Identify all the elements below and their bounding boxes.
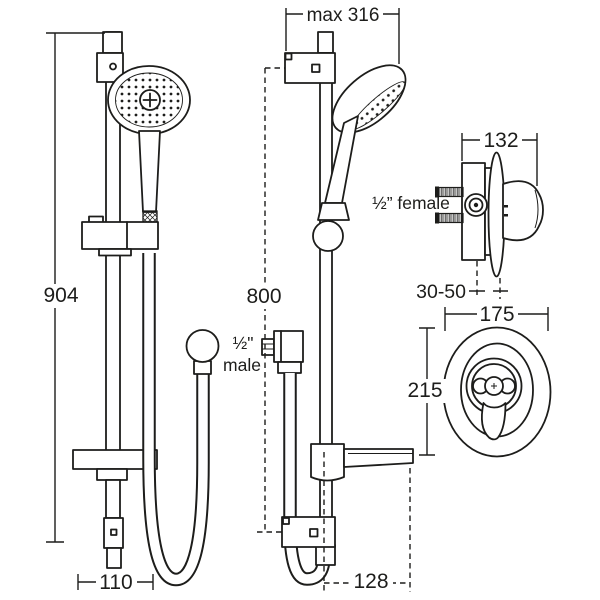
soap-shelf-arm <box>343 448 414 468</box>
dim-ticks-175 <box>444 307 549 321</box>
wall-bracket-bottom-side <box>281 516 336 548</box>
dim-bottom-bracket-width: 110 <box>99 571 132 594</box>
label-female-connector: ½” female <box>372 193 450 213</box>
bracket-corner-detail <box>284 52 293 61</box>
mixer-valve-side-view <box>435 151 544 278</box>
dim-outlet-height: 800 <box>246 285 281 308</box>
wall-bracket-top-side <box>284 52 336 84</box>
dim-shelf-offset: 128 <box>353 570 388 593</box>
handle-cone <box>317 202 350 221</box>
head-side-outline <box>331 64 407 134</box>
valve-screw-center <box>473 202 479 208</box>
rail-side-view <box>261 31 414 592</box>
holder-lip <box>98 248 132 257</box>
rail-top-cap-side <box>317 31 334 54</box>
slider-holder <box>81 221 159 250</box>
hose-nut-knurl <box>142 210 158 223</box>
dim-ticks-132 <box>461 133 538 147</box>
elbow-nipple <box>261 338 275 356</box>
bracket-hole-bottom-side <box>309 528 319 538</box>
dim-ext-max316 <box>285 21 400 64</box>
rail-front-view <box>72 31 220 587</box>
escutcheon-tick-1 <box>504 205 508 208</box>
dim-ext-175 <box>444 321 549 331</box>
bottom-tip <box>106 547 122 569</box>
bottom-tube <box>105 479 121 519</box>
ball-joint <box>312 220 344 252</box>
bracket-hole-side <box>311 63 321 73</box>
male-connector-ring <box>185 329 220 363</box>
bottom-slider-hole <box>110 528 118 536</box>
dim-ticks-215 <box>419 327 435 456</box>
inlet-pipe-bottom <box>438 212 464 224</box>
bottom-cap <box>96 468 128 481</box>
label-male-size: ½" <box>233 333 254 353</box>
nipple-threads <box>262 343 274 350</box>
dim-max-top-width: max 316 <box>307 5 380 26</box>
hand-shower-handle <box>138 130 161 213</box>
valve-handle-dome <box>502 180 544 242</box>
bracket-screw-hole <box>109 62 117 71</box>
rail-top-cap <box>102 31 123 54</box>
bottom-slider <box>103 517 124 549</box>
inlet-end-top <box>435 186 439 198</box>
dim-rail-length: 904 <box>43 284 78 307</box>
dim-ticks-max316 <box>285 8 400 21</box>
rail-bottom-cap-side <box>315 544 336 566</box>
dome-seam <box>534 189 539 229</box>
male-connector-nut <box>193 360 212 375</box>
elbow-nut <box>277 361 302 374</box>
dim-ext-132 <box>461 147 538 186</box>
dim-wall-depth-range: 30-50 <box>416 281 466 303</box>
valve-screw-inner <box>468 197 484 213</box>
dim-valve-depth: 132 <box>483 129 518 152</box>
dim-faceplate-width: 175 <box>479 303 514 326</box>
center-cap-glyph-icon <box>491 383 497 389</box>
spray-hub-cross-icon <box>142 92 158 108</box>
bracket-corner-detail-2 <box>282 517 290 525</box>
escutcheon-tick-2 <box>504 214 508 217</box>
handle-lever <box>480 402 507 441</box>
shower-hose-inner <box>144 253 208 585</box>
shelf-hub <box>310 443 345 482</box>
label-male-word: male <box>223 355 261 375</box>
dimension-annotations: 904 110 max 316 800 128 ½" male ½” femal… <box>41 3 549 594</box>
inlet-end-bottom <box>435 212 439 224</box>
dim-faceplate-height: 215 <box>407 379 442 402</box>
mixer-valve-front-view <box>442 326 552 458</box>
wall-outlet-elbow <box>273 330 304 363</box>
